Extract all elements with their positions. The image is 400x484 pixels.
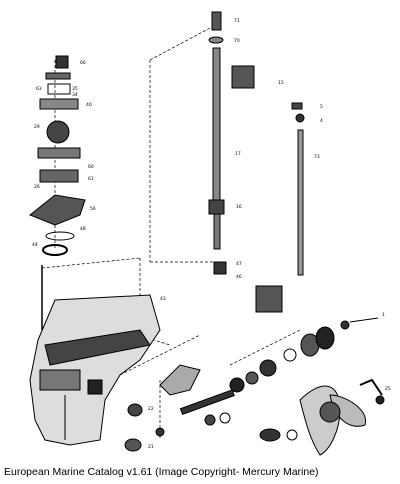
callout-label: 22 bbox=[148, 406, 154, 412]
callout-label: 61 bbox=[88, 176, 94, 182]
gearcase-housing bbox=[29, 294, 161, 446]
drive-shaft bbox=[208, 11, 227, 275]
callout-label: 25 bbox=[385, 386, 391, 392]
callout-label: 43 bbox=[160, 296, 166, 302]
callout-label: 4 bbox=[320, 118, 323, 124]
callout-label: 56 bbox=[90, 206, 96, 212]
callout-label: 66 bbox=[80, 60, 86, 66]
callout-label: 15 bbox=[278, 80, 284, 86]
callout-label: 5 bbox=[320, 104, 323, 110]
part-callouts: 71 70 66 63 34 35 40 29 26 60 61 56 48 4… bbox=[32, 18, 391, 450]
callout-label: 17 bbox=[235, 151, 241, 157]
callout-label: 35 bbox=[72, 86, 78, 92]
callout-label: 26 bbox=[34, 184, 40, 190]
callout-label: 46 bbox=[236, 274, 242, 280]
callout-label: 21 bbox=[148, 444, 154, 450]
shift-rod bbox=[291, 102, 305, 276]
callout-label: 29 bbox=[34, 124, 40, 130]
callout-label: 63 bbox=[36, 86, 42, 92]
propeller bbox=[259, 378, 385, 456]
callout-label: 70 bbox=[234, 38, 240, 44]
decal-blocks bbox=[231, 65, 283, 313]
trim-tab bbox=[159, 364, 201, 396]
callout-label: 71 bbox=[234, 18, 240, 24]
callout-label: 40 bbox=[86, 102, 92, 108]
callout-label: 16 bbox=[236, 204, 242, 210]
water-pump-assembly bbox=[29, 55, 86, 330]
image-caption: European Marine Catalog v1.61 (Image Cop… bbox=[4, 466, 319, 478]
callout-label: 47 bbox=[236, 261, 242, 267]
exploded-parts-diagram: 71 70 66 63 34 35 40 29 26 60 61 56 48 4… bbox=[29, 11, 391, 456]
callout-label: 73 bbox=[314, 154, 320, 160]
callout-label: 48 bbox=[80, 226, 86, 232]
propeller-shaft-components bbox=[124, 317, 379, 452]
callout-label: 34 bbox=[72, 92, 78, 98]
callout-label: 1 bbox=[382, 312, 385, 318]
callout-label: 44 bbox=[32, 242, 38, 248]
callout-label: 60 bbox=[88, 164, 94, 170]
